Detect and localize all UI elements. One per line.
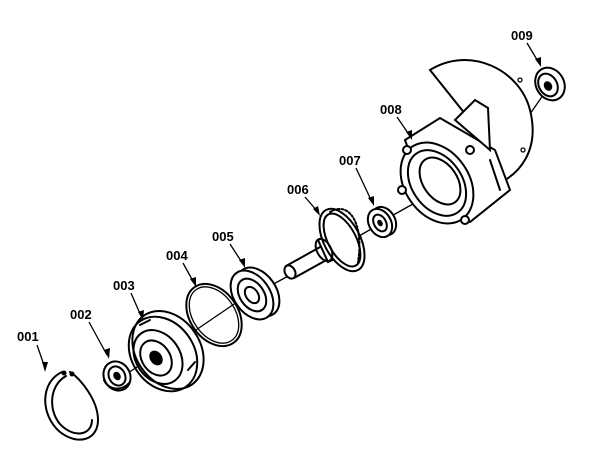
part-003-bearing-housing (127, 310, 205, 393)
label-003: 003 (113, 278, 135, 293)
callout-labels: 001 002 003 004 005 006 007 008 009 (17, 28, 533, 344)
label-008: 008 (380, 102, 402, 117)
part-006-gear-shaft (283, 207, 366, 280)
part-007-small-bearing (366, 205, 398, 239)
label-001: 001 (17, 329, 39, 344)
part-002-small-bearing (102, 360, 132, 392)
leader-lines (36, 42, 541, 372)
label-009: 009 (511, 28, 533, 43)
label-002: 002 (70, 307, 92, 322)
label-007: 007 (339, 153, 361, 168)
part-008-gear-housing (397, 59, 534, 225)
part-001-snap-ring (44, 370, 99, 441)
label-006: 006 (287, 182, 309, 197)
part-009-seal (534, 66, 566, 102)
label-005: 005 (212, 229, 234, 244)
label-004: 004 (166, 248, 188, 263)
part-005-ball-bearing (229, 266, 281, 321)
